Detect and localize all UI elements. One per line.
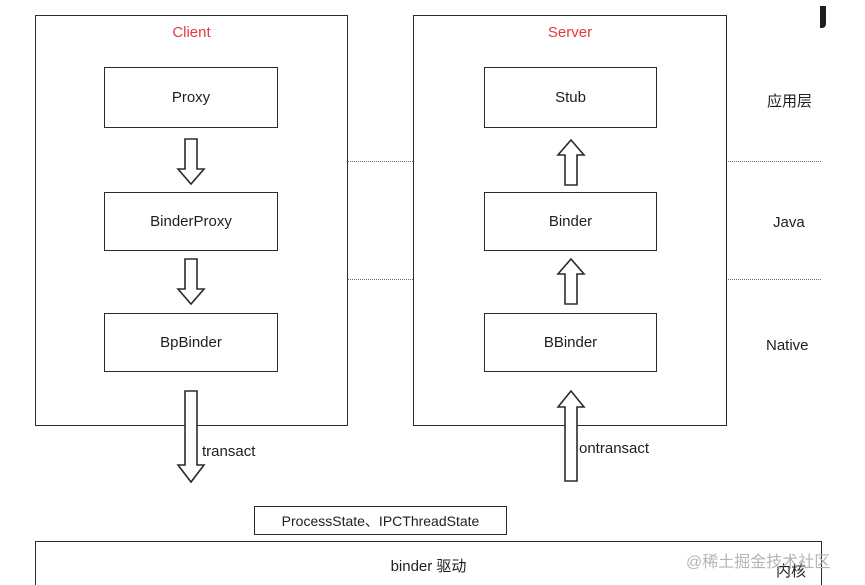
server-title: Server xyxy=(547,24,593,41)
ontransact-label: ontransact xyxy=(579,440,650,457)
down-arrow-icon xyxy=(176,138,206,186)
client-title: Client xyxy=(172,24,211,41)
bp-binder-box: BpBinder xyxy=(104,313,278,372)
transact-down-arrow-icon xyxy=(176,390,206,484)
layer-label-java: Java xyxy=(773,214,805,231)
binder-driver-box: binder 驱动 xyxy=(35,541,822,585)
process-state-box: ProcessState、IPCThreadState xyxy=(254,506,507,535)
layer-label-native: Native xyxy=(766,337,809,354)
ontransact-up-arrow-icon xyxy=(556,389,586,482)
watermark: @稀土掘金技术社区 xyxy=(686,554,831,571)
corner-mark xyxy=(820,6,826,28)
bbinder-box: BBinder xyxy=(484,313,657,372)
up-arrow-icon xyxy=(556,138,586,186)
transact-label: transact xyxy=(202,443,256,460)
layer-label-app: 应用层 xyxy=(767,93,813,110)
binder-box: Binder xyxy=(484,192,657,251)
stub-box: Stub xyxy=(484,67,657,128)
up-arrow-icon xyxy=(556,257,586,305)
binder-driver-label: binder 驱动 xyxy=(390,558,467,575)
binder-proxy-box: BinderProxy xyxy=(104,192,278,251)
down-arrow-icon xyxy=(176,258,206,306)
proxy-box: Proxy xyxy=(104,67,278,128)
layer-label-kernel: 内核 xyxy=(776,563,807,580)
